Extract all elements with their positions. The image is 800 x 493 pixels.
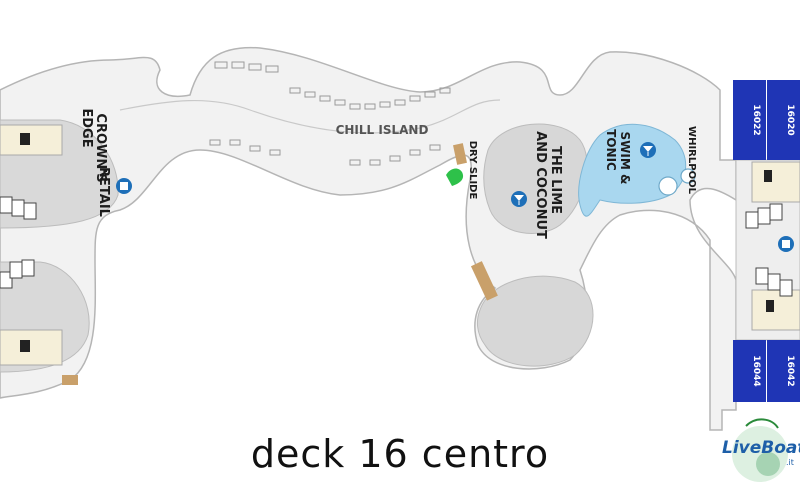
info-icon-right [778,236,794,252]
bar-icon-lime [511,191,527,207]
whirlpool-label: WHIRLPOOL [686,126,697,195]
lime-coconut-label-2: AND COCONUT [533,131,548,239]
swim-and-tonic-pool [578,123,687,217]
wood-ramp-left [62,375,78,385]
cabin-label-16042: 16042 [785,355,795,386]
slide-stairs [453,143,467,165]
lime-and-coconut-bar [483,123,588,234]
swim-tonic-label-1: SWIM & [618,132,632,185]
lime-coconut-label-1: THE LIME [548,146,563,214]
chill-island-lounge [119,99,501,134]
elevators-left-top [0,196,37,220]
cabin-16022 [733,80,766,160]
wc-icon-left-bottom [20,340,30,352]
logo-brand: LiveBoat [722,438,800,458]
deck-outline-main [0,46,737,431]
whirlpool-1 [658,176,678,196]
liveboat-logo [732,418,788,482]
interior-block-a [0,124,63,156]
crowns-edge-label: CROWN'S [93,113,108,182]
cabin-16042 [767,340,800,402]
wood-ramp [470,261,498,301]
bottom-island [476,275,594,367]
retail-label: RETAIL [96,167,111,217]
interior-block-b [0,329,63,366]
dry-slide [446,168,464,186]
crowns-edge-label-2: EDGE [79,108,94,147]
logo-suffix: .it [786,458,794,467]
cabin-16020 [767,80,800,160]
elevators-right [745,203,793,297]
shop-icon [116,178,132,194]
deck-caption: deck 16 centro [250,432,550,476]
sunbeds [209,61,451,166]
wc-icon-right-top [764,170,772,182]
chill-island-label: CHILL ISLAND [336,123,429,137]
whirlpool-2 [680,168,696,184]
dry-slide-label: DRY SLIDE [467,141,478,200]
cabin-label-16044: 16044 [751,355,761,386]
wc-icon-right-bottom [766,300,774,312]
interior-right-block [751,161,800,203]
cabin-label-16020: 16020 [785,104,795,135]
wc-icon-left-top [20,133,30,145]
bar-icon-swim [640,142,656,158]
swim-tonic-label-2: TONIC [604,129,618,171]
interior-right-block-2 [751,289,800,331]
cabin-label-16022: 16022 [751,104,761,135]
elevators-left-bottom [0,259,35,289]
cabin-16044 [733,340,766,402]
